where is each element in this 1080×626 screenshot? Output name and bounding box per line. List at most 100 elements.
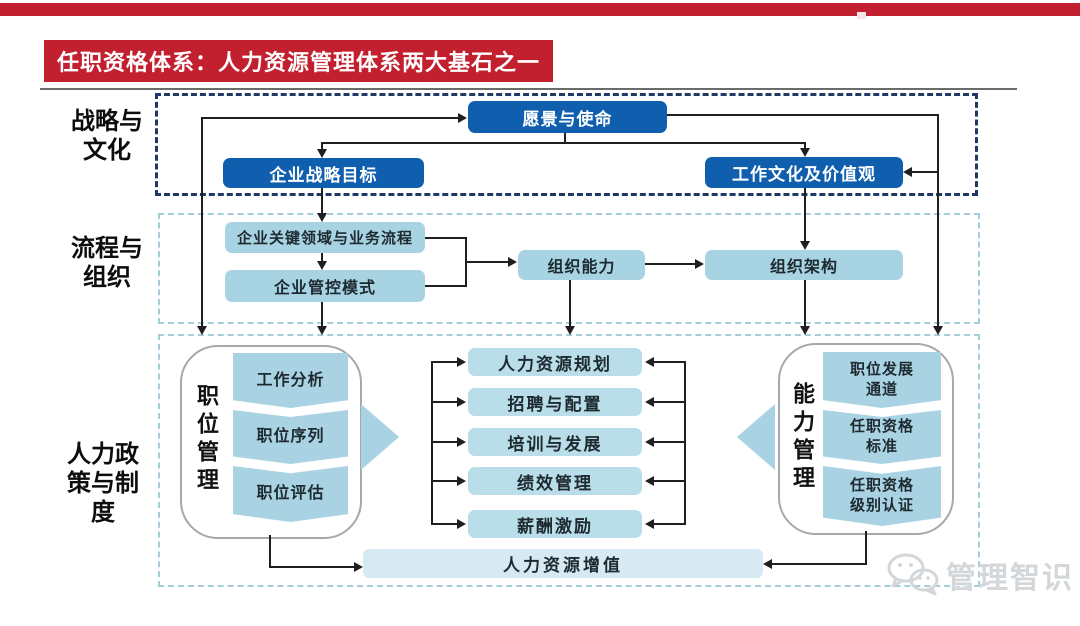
- connector-line: [569, 280, 571, 327]
- connector-line: [321, 142, 323, 150]
- row-label-hr-policy: 人力政 策与制 度: [48, 440, 158, 527]
- qualification-certification-chevron: 任职资格 级别认证: [823, 466, 941, 526]
- top-red-bar: [0, 3, 1080, 19]
- culture-values-box: 工作文化及价值观: [705, 157, 903, 188]
- connector-line: [653, 441, 686, 443]
- org-capability-box: 组织能力: [518, 250, 645, 280]
- arrowhead: [565, 326, 575, 335]
- arrowhead: [645, 519, 654, 529]
- job-analysis-chevron: 工作分析: [233, 353, 348, 408]
- connector-line: [645, 263, 697, 265]
- connector-line: [937, 114, 939, 327]
- arrowhead: [457, 437, 466, 447]
- hr-planning-box: 人力资源规划: [468, 348, 642, 376]
- recruiting-box: 招聘与配置: [468, 388, 642, 416]
- arrowhead: [508, 257, 517, 267]
- slide-title: 任职资格体系：人力资源管理体系两大基石之一: [44, 40, 554, 82]
- arrowhead: [197, 326, 207, 335]
- connector-line: [321, 188, 323, 214]
- key-domains-box: 企业关键领域与业务流程: [225, 222, 425, 253]
- arrowhead: [800, 326, 810, 335]
- arrowhead: [458, 113, 467, 123]
- position-mgmt-label: 职位管理: [194, 384, 219, 496]
- arrowhead: [457, 476, 466, 486]
- watermark: 管理智识: [886, 552, 1074, 598]
- connector-line: [865, 531, 867, 565]
- row-label-line: 文化: [83, 137, 131, 164]
- control-model-box: 企业管控模式: [225, 270, 425, 302]
- position-evaluation-chevron: 职位评估: [233, 466, 348, 522]
- connector-line: [431, 361, 433, 525]
- connector-line: [431, 441, 459, 443]
- connector-line: [201, 117, 203, 327]
- arrowhead: [645, 397, 654, 407]
- connector-line: [321, 142, 806, 144]
- connector-line: [684, 361, 686, 525]
- arrowhead: [457, 357, 466, 367]
- connector-line: [431, 523, 459, 525]
- vision-mission-box: 愿景与使命: [468, 101, 667, 133]
- connector-line: [667, 114, 939, 116]
- strategy-section-frame: [155, 93, 978, 196]
- qualification-standard-chevron: 任职资格 标准: [823, 410, 941, 464]
- flow-triangle-right: [361, 404, 399, 470]
- capability-mgmt-label: 能力管理: [790, 382, 815, 494]
- connector-line: [653, 480, 686, 482]
- connector-line: [431, 480, 459, 482]
- arrowhead: [645, 357, 654, 367]
- arrowhead: [800, 148, 810, 157]
- watermark-text: 管理智识: [946, 562, 1074, 595]
- arrowhead: [317, 149, 327, 158]
- org-structure-box: 组织架构: [705, 250, 903, 280]
- connector-line: [912, 171, 938, 173]
- connector-line: [425, 237, 467, 239]
- connector-line: [653, 523, 686, 525]
- arrowhead: [695, 259, 704, 269]
- connector-line: [425, 285, 467, 287]
- flow-triangle-left: [737, 404, 775, 470]
- training-box: 培训与发展: [468, 428, 642, 456]
- connector-line: [771, 563, 867, 565]
- connector-line: [804, 280, 806, 327]
- arrowhead: [354, 562, 363, 572]
- connector-line: [653, 361, 686, 363]
- connector-line: [431, 401, 459, 403]
- row-label-line: 人力政: [67, 441, 139, 468]
- connector-line: [431, 361, 459, 363]
- connector-line: [804, 188, 806, 242]
- connector-line: [321, 253, 323, 262]
- arrowhead: [645, 437, 654, 447]
- arrowhead: [933, 326, 943, 335]
- arrowhead: [903, 167, 912, 177]
- arrowhead: [317, 213, 327, 222]
- connector-line: [653, 401, 686, 403]
- row-label-line: 战略与: [71, 108, 143, 135]
- hr-section-frame: [158, 334, 980, 587]
- connector-line: [804, 142, 806, 149]
- compensation-box: 薪酬激励: [468, 510, 642, 538]
- arrowhead: [763, 559, 772, 569]
- arrowhead: [317, 261, 327, 270]
- position-sequence-chevron: 职位序列: [233, 410, 348, 464]
- connector-line: [269, 566, 355, 568]
- performance-box: 绩效管理: [468, 467, 642, 495]
- arrowhead: [317, 326, 327, 335]
- connector-line: [564, 133, 566, 143]
- title-divider: [40, 88, 1017, 90]
- top-bar-notch: [857, 12, 866, 19]
- wechat-icon: [887, 553, 939, 596]
- row-label-line: 策与制: [67, 470, 139, 497]
- row-label-line: 组织: [83, 264, 131, 291]
- arrowhead: [800, 241, 810, 250]
- hr-value-add-box: 人力资源增值: [363, 549, 763, 578]
- strategy-goal-box: 企业战略目标: [223, 158, 424, 188]
- dev-channel-chevron: 职位发展 通道: [823, 352, 941, 408]
- arrowhead: [645, 476, 654, 486]
- connector-line: [269, 535, 271, 568]
- connector-line: [201, 117, 458, 119]
- row-label-process-org: 流程与 组织: [52, 234, 162, 292]
- row-label-line: 流程与: [71, 235, 143, 262]
- arrowhead: [457, 519, 466, 529]
- row-label-strategy-culture: 战略与 文化: [52, 107, 162, 165]
